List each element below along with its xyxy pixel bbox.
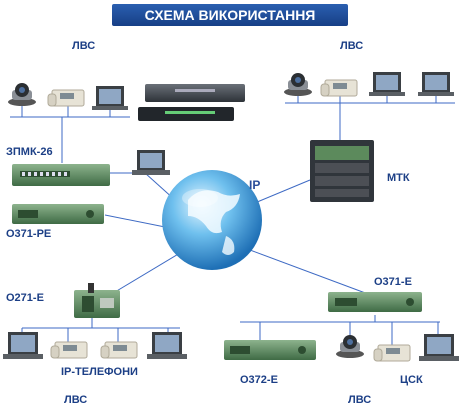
ip-globe: [162, 170, 262, 270]
laptop-icon: [132, 150, 170, 175]
ip-phone-icon: [373, 344, 411, 362]
video-camera-icon: [8, 83, 36, 106]
laptop-icon: [369, 72, 405, 96]
o271e-device-icon: [74, 283, 120, 318]
label-o372e: О372-Е: [240, 374, 278, 386]
laptop-icon: [418, 72, 454, 96]
video-camera-icon: [336, 335, 364, 358]
label-o271e: О271-Е: [6, 292, 44, 304]
label-lan-top-right: ЛВС: [340, 40, 364, 52]
label-ip: IP: [249, 178, 261, 192]
ip-phone-icon: [100, 341, 138, 359]
mtk-to-ip: [249, 179, 311, 206]
ip-phone-icon: [47, 89, 85, 107]
o371re-device-icon: [12, 204, 104, 224]
ip-to-o371e: [249, 249, 369, 295]
label-zpmk: ЗПМК-26: [6, 146, 53, 158]
label-o371re: О371-РЕ: [6, 228, 52, 240]
label-lan-bottom-left: ЛВС: [64, 394, 88, 406]
label-lan-bottom-right: ЛВС: [348, 394, 372, 406]
mtk-rack-icon: [310, 140, 374, 202]
o371re-to-ip: [104, 214, 171, 229]
o371e-device-icon: [328, 292, 422, 312]
label-csk: ЦСК: [400, 374, 423, 386]
laptop-icon: [92, 86, 128, 110]
video-camera-icon: [284, 73, 312, 96]
zpmk-device-icon: [12, 164, 110, 186]
o372e-device-icon: [224, 340, 316, 360]
label-o371e: О371-Е: [374, 276, 412, 288]
label-ip-phones: IP-ТЕЛЕФОНИ: [61, 366, 138, 378]
laptop-icon: [419, 334, 459, 361]
laptop-icon: [147, 332, 187, 359]
label-mtk: МТК: [387, 172, 410, 184]
ip-phone-icon: [50, 341, 88, 359]
ip-phone-icon: [320, 79, 358, 97]
title-text: СХЕМА ВИКОРИСТАННЯ: [144, 7, 316, 23]
network-switch-icon: [138, 84, 245, 121]
title-banner: СХЕМА ВИКОРИСТАННЯ: [112, 4, 348, 26]
ip-to-o271e: [104, 249, 186, 299]
label-lan-top-left: ЛВС: [72, 40, 96, 52]
laptop-icon: [3, 332, 43, 359]
